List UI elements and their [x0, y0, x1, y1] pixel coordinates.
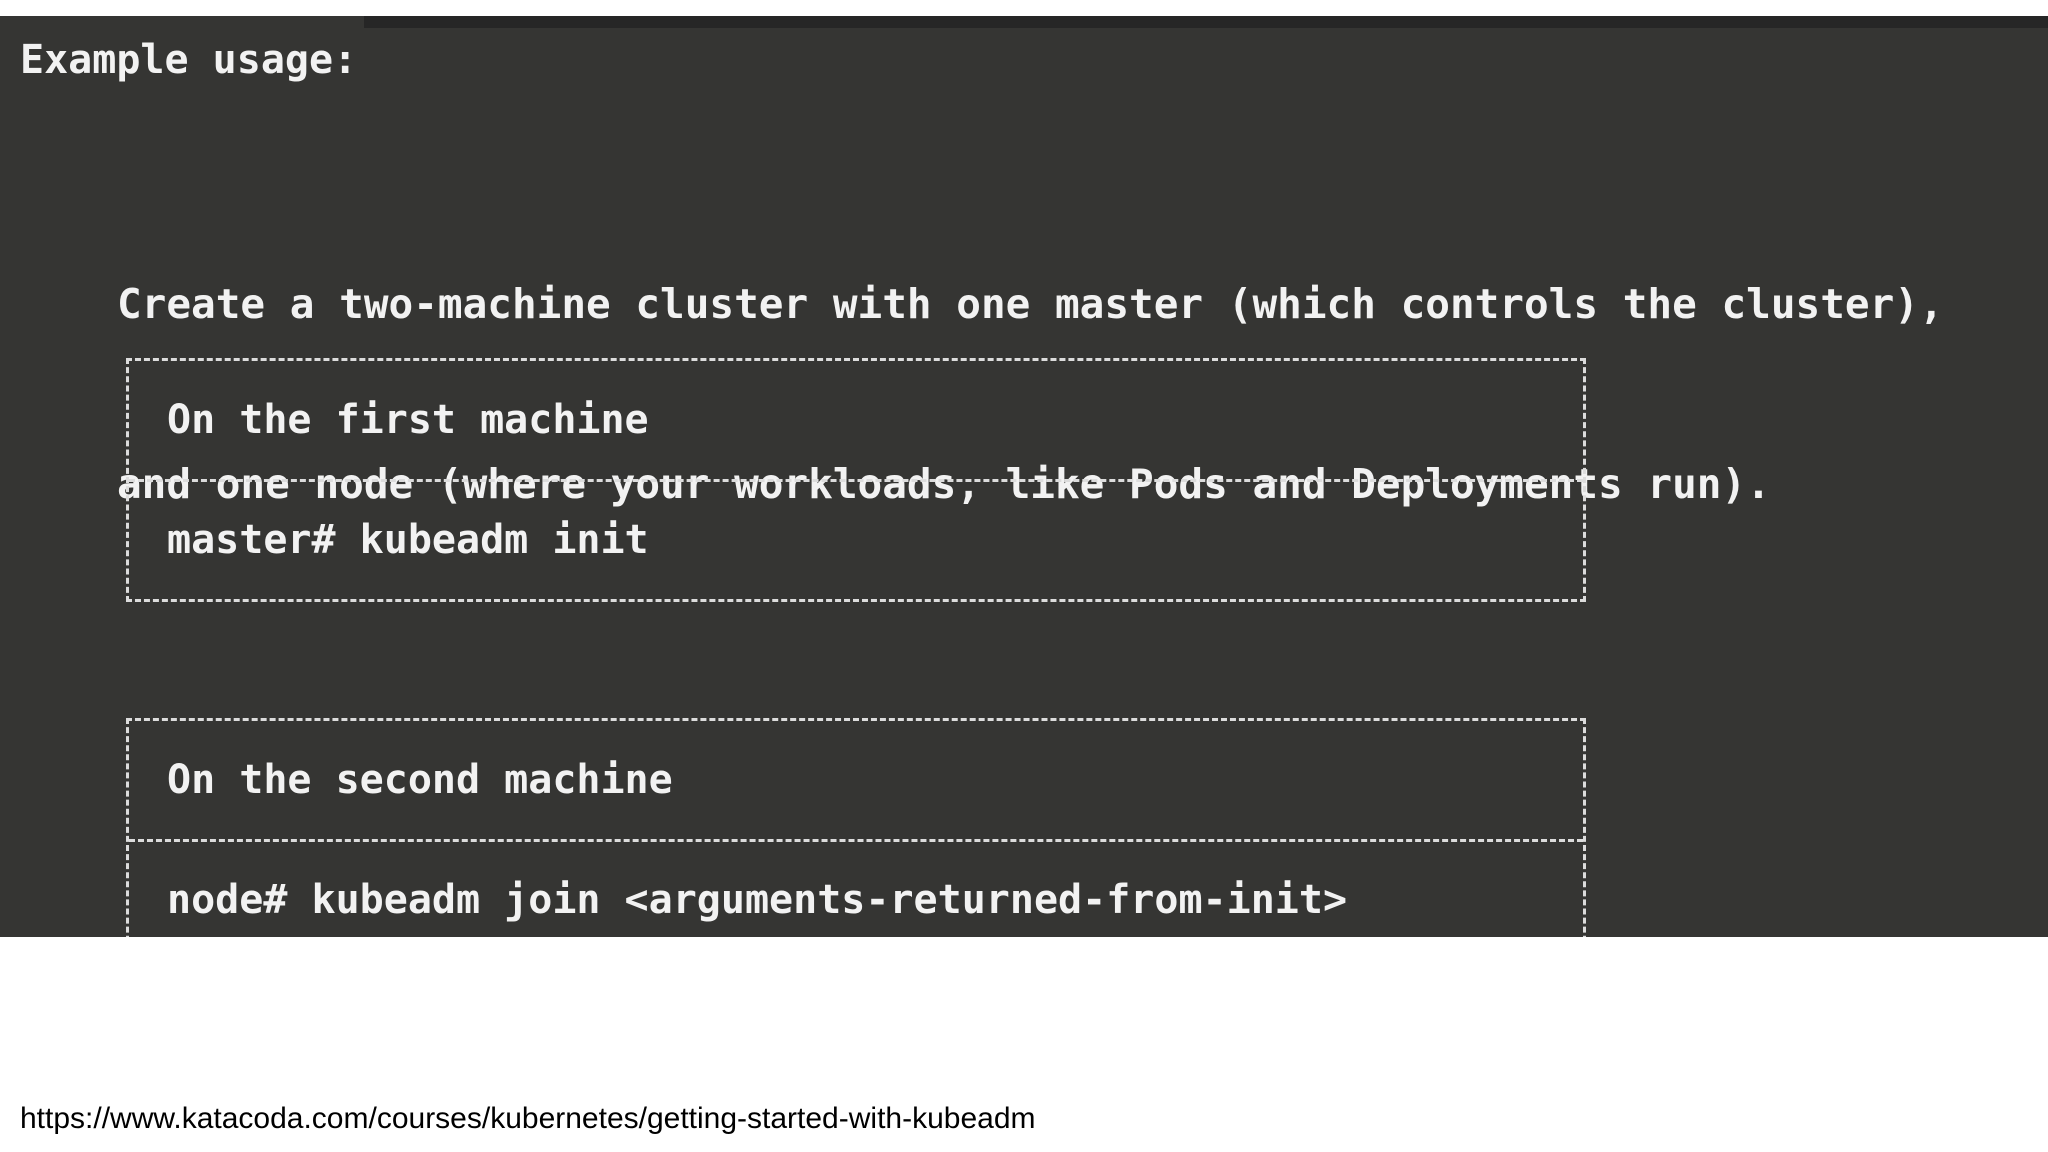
- second-machine-box: On the second machine node# kubeadm join…: [126, 718, 1586, 937]
- description-line-2: and one node (where your workloads, like…: [117, 460, 1771, 508]
- first-machine-box: On the first machine master# kubeadm ini…: [126, 358, 1586, 602]
- top-margin: [0, 0, 364, 16]
- description-line-1: Create a two-machine cluster with one ma…: [117, 280, 1944, 328]
- terminal-screenshot: Example usage: Create a two-machine clus…: [0, 16, 2048, 937]
- first-machine-command: master# kubeadm init: [129, 479, 1583, 597]
- second-machine-command: node# kubeadm join <arguments-returned-f…: [129, 839, 1583, 937]
- second-machine-title: On the second machine: [167, 757, 673, 803]
- terminal-top-strip: [364, 16, 2048, 28]
- first-machine-title: On the first machine: [167, 397, 649, 443]
- example-usage-heading: Example usage:: [20, 37, 358, 83]
- source-link[interactable]: https://www.katacoda.com/courses/kuberne…: [20, 1102, 1036, 1135]
- usage-description: Create a two-machine cluster with one ma…: [117, 154, 1944, 634]
